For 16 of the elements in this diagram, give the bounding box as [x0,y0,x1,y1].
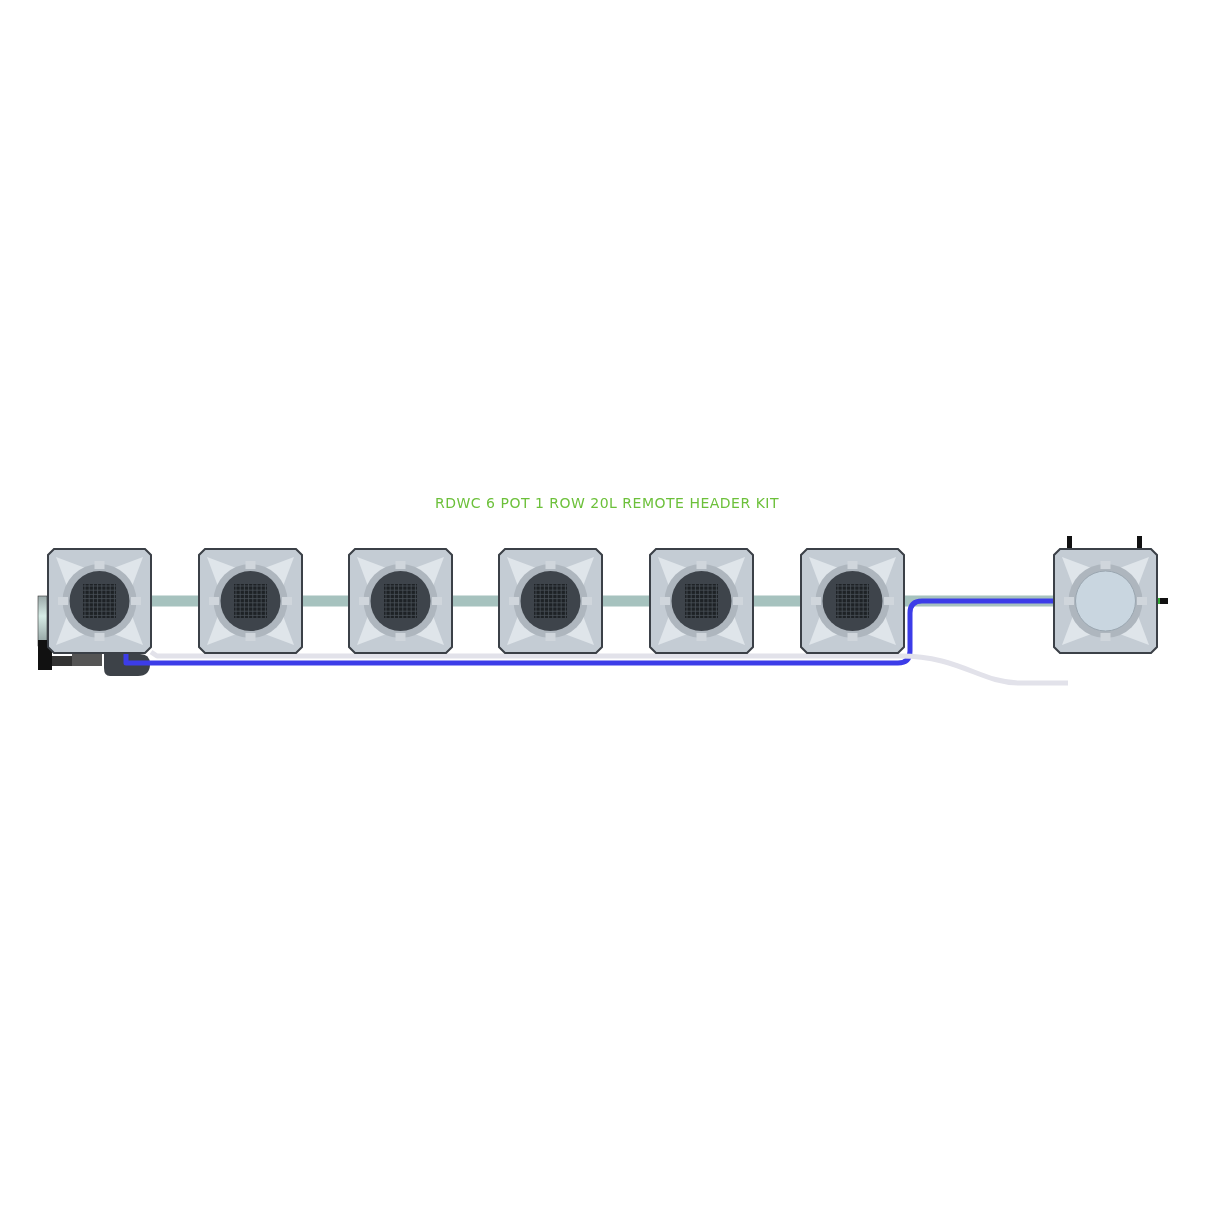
header-tank-drawing [1054,549,1157,653]
pot-drawing [48,549,151,653]
pipe [904,595,1054,607]
pot-drawing [499,549,602,653]
pot-drawing [199,549,302,653]
hose [149,649,1068,686]
hose [123,598,1054,666]
pot-drawing [801,549,904,653]
pot-drawing [349,549,452,653]
pipe [602,595,650,607]
pot-drawing [650,549,753,653]
pipe [151,595,199,607]
pipe [753,595,801,607]
pipe [452,595,499,607]
pipe [302,595,349,607]
title: RDWC 6 POT 1 ROW 20L REMOTE HEADER KIT [434,495,780,511]
